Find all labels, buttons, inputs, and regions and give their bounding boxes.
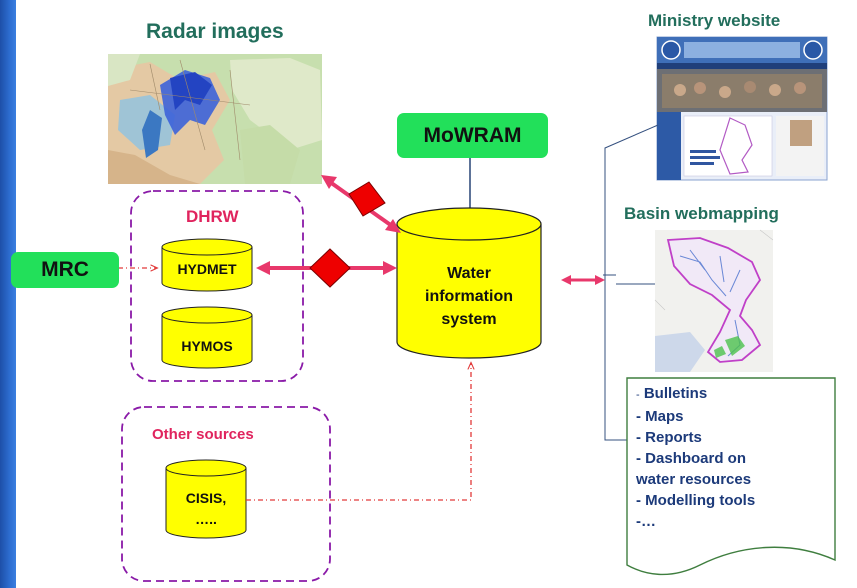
outputs-item: - Dashboard on [636, 448, 841, 469]
outputs-label: water resources [636, 471, 752, 488]
other-sources-label: Other sources [152, 426, 254, 443]
outputs-dash: - [636, 492, 641, 509]
ministry-website-title: Ministry website [648, 11, 781, 30]
outputs-document [626, 377, 836, 576]
outputs-label: Modelling tools [645, 492, 756, 509]
hymos-label: HYMOS [181, 338, 233, 354]
wis-label-line2: information [425, 288, 513, 305]
cisis-label-line2: ….. [195, 511, 217, 527]
hymos-cylinder [161, 306, 253, 369]
outputs-item: - Bulletins [636, 383, 841, 406]
outputs-label: Reports [645, 429, 702, 446]
water-information-system-cylinder [396, 207, 542, 359]
hydmet-wis-arrow [256, 248, 397, 288]
slide-edge-bar [0, 0, 16, 588]
outputs-item: - Modelling tools [636, 490, 841, 511]
outputs-item: - Maps [636, 406, 841, 427]
radar-wis-arrow [321, 175, 401, 233]
wis-label: Water information system [397, 262, 541, 331]
cisis-label-line1: CISIS, [185, 490, 227, 506]
cisis-cylinder [165, 459, 247, 539]
mowram-node: MoWRAM [397, 113, 548, 158]
dhrw-label: DHRW [186, 207, 239, 226]
outputs-label: Maps [645, 408, 684, 425]
radar-image [108, 54, 322, 184]
ministry-website-image [656, 36, 828, 181]
bracket-line [604, 124, 659, 441]
wis-output-arrow [561, 275, 605, 285]
hydmet-cylinder [161, 238, 253, 292]
wis-label-line1: Water [447, 265, 491, 282]
basin-webmap-image [654, 229, 774, 372]
outputs-item: - Reports [636, 427, 841, 448]
dhrw-group-box [130, 190, 304, 382]
wis-label-line3: system [441, 311, 497, 328]
cisis-to-wis-link [246, 364, 471, 501]
outputs-dash: - [636, 450, 641, 467]
mrc-node: MRC [11, 252, 119, 288]
outputs-dash: - [636, 429, 641, 446]
outputs-dash: - [636, 513, 641, 530]
outputs-dash: - [636, 389, 640, 401]
outputs-item: -… [636, 511, 841, 532]
other-sources-group-box [121, 406, 331, 582]
outputs-label: Bulletins [643, 385, 708, 402]
outputs-dash: - [636, 408, 641, 425]
outputs-list: - Bulletins - Maps - Reports - Dashboard… [636, 383, 841, 532]
cisis-label: CISIS, ….. [166, 488, 246, 530]
outputs-label: … [641, 513, 656, 530]
outputs-label: Dashboard on [645, 450, 747, 467]
basin-webmapping-title: Basin webmapping [624, 204, 779, 223]
radar-images-title: Radar images [146, 20, 284, 43]
hydmet-label: HYDMET [177, 261, 237, 277]
outputs-item: water resources [636, 469, 841, 490]
